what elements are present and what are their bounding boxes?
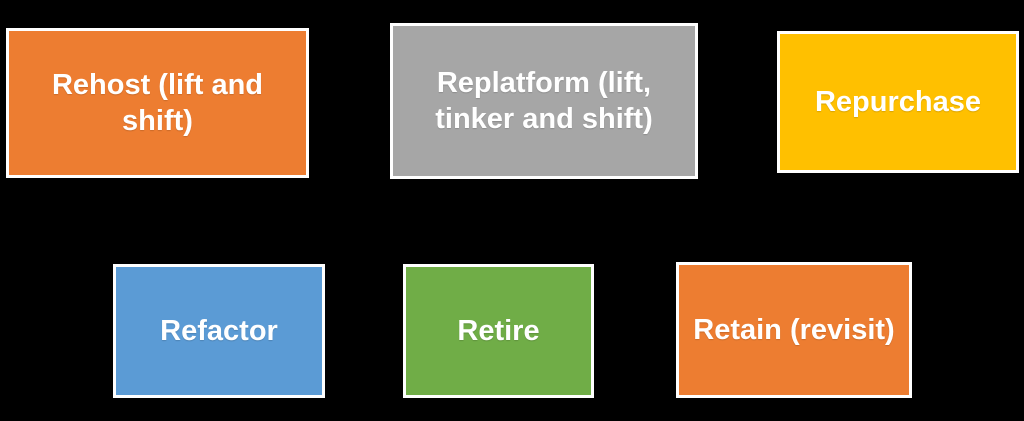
box-refactor-label: Refactor [160, 314, 278, 347]
box-replatform: Replatform (lift, tinker and shift) [390, 23, 698, 179]
box-rehost: Rehost (lift and shift) [6, 28, 309, 178]
box-retain: Retain (revisit) [676, 262, 912, 398]
box-refactor: Refactor [113, 264, 325, 398]
box-replatform-label: Replatform (lift, tinker and shift) [435, 66, 653, 135]
box-retire: Retire [403, 264, 594, 398]
box-repurchase-label: Repurchase [814, 85, 981, 118]
box-retain-label: Retain (revisit) [693, 313, 895, 346]
box-rehost-label: Rehost (lift and shift) [51, 68, 264, 137]
box-repurchase: Repurchase [777, 31, 1019, 173]
box-retire-label: Retire [457, 314, 540, 347]
